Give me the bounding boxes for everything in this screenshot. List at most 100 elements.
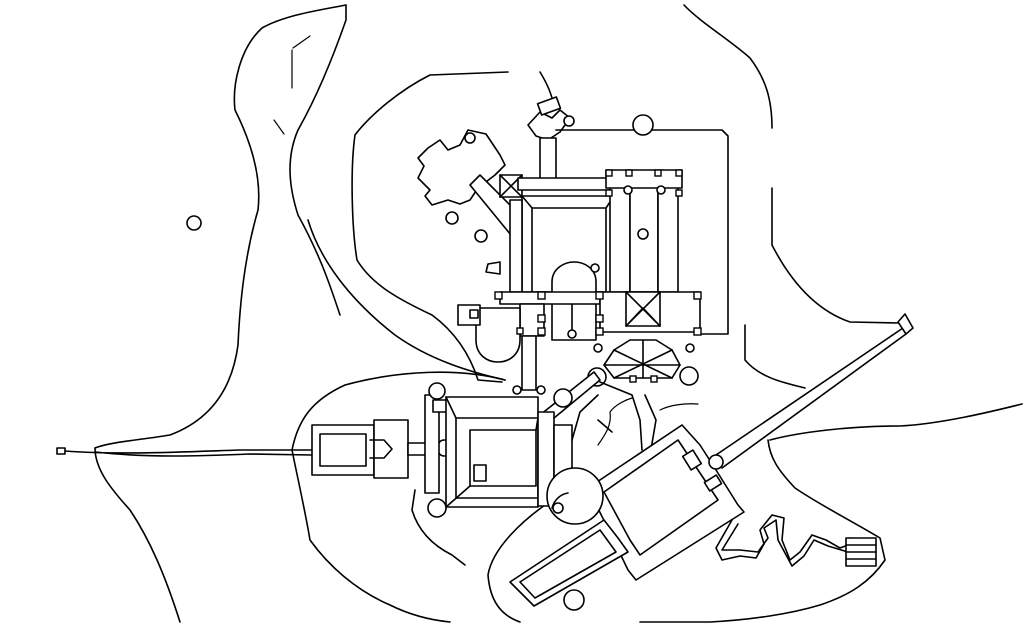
post bbox=[693, 291, 702, 300]
post bbox=[629, 375, 637, 383]
octagon-tower-cross bbox=[625, 291, 661, 327]
barbican-inner bbox=[319, 433, 367, 467]
southeast-passage-walls bbox=[599, 381, 657, 456]
chapel-font bbox=[567, 329, 577, 339]
link-turret-2 bbox=[536, 385, 546, 395]
cross-building-outline bbox=[417, 129, 506, 206]
zigzag-path bbox=[715, 514, 851, 561]
west-apsidal-tower bbox=[475, 307, 521, 363]
link-corridor bbox=[521, 335, 537, 391]
eastern-slope-contour-2 bbox=[744, 324, 806, 389]
southern-contour bbox=[487, 494, 561, 623]
stream-line bbox=[597, 397, 633, 446]
east-range-well bbox=[637, 228, 649, 240]
octagon-chapter-house bbox=[603, 339, 681, 379]
stream-line-2 bbox=[659, 403, 699, 411]
lower-ward bbox=[424, 382, 573, 518]
causeway-path-lower bbox=[94, 451, 313, 457]
east-causeway-wall-lower bbox=[721, 333, 907, 469]
lower-ward-tower-sw bbox=[427, 498, 447, 518]
upper-ward-wall bbox=[555, 129, 729, 335]
post bbox=[654, 169, 662, 177]
octagon-chapter-lines bbox=[603, 339, 681, 379]
southwest-contour bbox=[94, 447, 181, 623]
north-gate-tower bbox=[527, 109, 571, 141]
post bbox=[516, 327, 524, 335]
upper-ward bbox=[555, 114, 729, 335]
west-ridge-tower bbox=[186, 215, 202, 231]
southern-outwork-tower bbox=[563, 589, 585, 611]
great-round-tower bbox=[546, 467, 604, 525]
lower-ward-nw-block bbox=[432, 399, 448, 413]
west-range bbox=[509, 199, 523, 293]
chapel-turret bbox=[590, 263, 600, 273]
post bbox=[605, 169, 613, 177]
southeast-steps-lines bbox=[845, 544, 877, 560]
post bbox=[595, 327, 604, 336]
lower-west-contour bbox=[291, 371, 506, 623]
eastern-lowland-contour bbox=[769, 403, 1023, 441]
cross-building-turret-1 bbox=[445, 211, 459, 225]
chapter-turret-w bbox=[593, 343, 603, 353]
keep-complex bbox=[457, 169, 702, 387]
west-apsidal-post bbox=[469, 309, 479, 319]
east-causeway-tower bbox=[708, 454, 724, 470]
ridge-inner-stroke bbox=[291, 35, 311, 89]
eastern-ridge-contour bbox=[683, 4, 773, 129]
great-tower-inner-arc bbox=[551, 492, 569, 509]
post bbox=[595, 291, 604, 300]
west-bastion-stub bbox=[485, 261, 501, 275]
great-tower-stair bbox=[552, 502, 564, 514]
eastern-bastion bbox=[546, 424, 745, 581]
diagonal-link-tower bbox=[553, 388, 573, 408]
east-causeway-wall-upper bbox=[715, 327, 904, 456]
east-range-header bbox=[605, 169, 683, 189]
north-gate-cap bbox=[536, 96, 562, 116]
post bbox=[537, 291, 546, 300]
post bbox=[693, 327, 702, 336]
east-causeway bbox=[708, 313, 914, 470]
lower-ward-tower-nw bbox=[428, 382, 446, 400]
lower-court-stair bbox=[473, 464, 487, 482]
inner-south-contour bbox=[411, 489, 466, 566]
north-gate-turret bbox=[563, 115, 575, 127]
post bbox=[494, 291, 503, 300]
bastion-gate bbox=[681, 449, 703, 471]
north-range bbox=[517, 177, 611, 191]
castle-hill-contour-2 bbox=[307, 219, 506, 381]
castle-hill-contour bbox=[351, 71, 509, 383]
southern-outwork-inner bbox=[519, 529, 617, 599]
zigzag-path-edge bbox=[721, 519, 849, 567]
post bbox=[625, 169, 633, 177]
post bbox=[675, 189, 683, 197]
post bbox=[537, 314, 546, 323]
ridge-notch bbox=[273, 119, 285, 135]
chapter-turret-e bbox=[685, 343, 695, 353]
southeast-passage bbox=[571, 381, 657, 456]
chapter-tower-se bbox=[679, 366, 699, 386]
western-causeway bbox=[56, 447, 313, 457]
gatehouse-arrow bbox=[369, 439, 393, 459]
southern-outwork bbox=[509, 519, 629, 611]
western-ridge-contour-outer bbox=[94, 4, 347, 449]
eastern-slope-contour bbox=[771, 187, 901, 324]
bastion-gate-2 bbox=[703, 474, 723, 492]
post bbox=[650, 375, 658, 383]
causeway-end-post bbox=[56, 447, 66, 455]
east-range-pillar-1 bbox=[623, 185, 633, 195]
terrain-contours bbox=[94, 4, 1023, 623]
north-gate-passage bbox=[539, 137, 557, 183]
post bbox=[605, 189, 613, 197]
cross-building-turret-2 bbox=[474, 229, 488, 243]
post bbox=[537, 327, 546, 336]
southeast-path bbox=[715, 514, 877, 567]
cross-building-turret-3 bbox=[464, 132, 476, 144]
southeast-contour bbox=[639, 439, 886, 623]
north-gate bbox=[527, 96, 575, 183]
east-range-pillar-2 bbox=[656, 185, 666, 195]
causeway-path bbox=[64, 449, 313, 454]
east-causeway-head bbox=[897, 313, 914, 335]
link-turret-1 bbox=[512, 385, 522, 395]
south-hall-band bbox=[499, 291, 601, 305]
